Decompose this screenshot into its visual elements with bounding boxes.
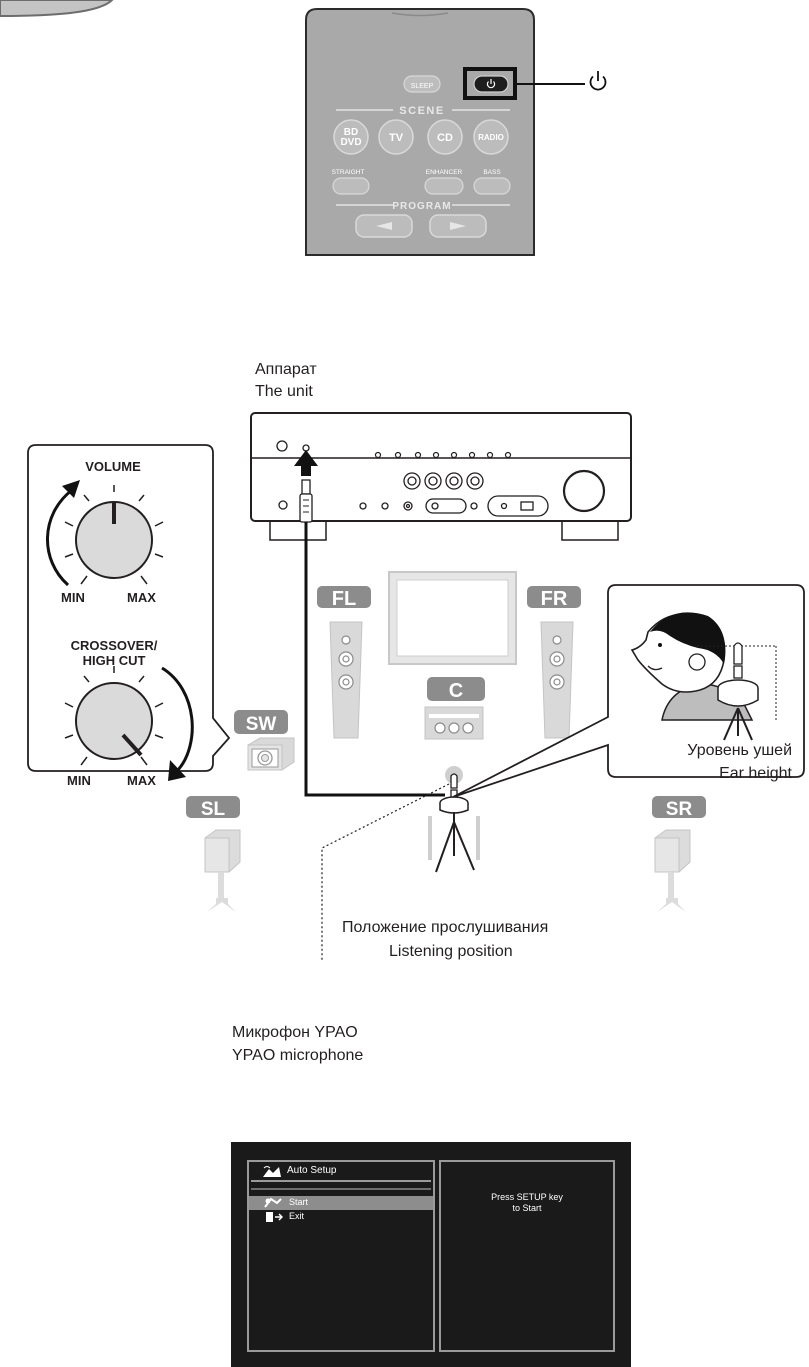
- crossover-title-2: HIGH CUT: [83, 653, 146, 668]
- crossover-min: MIN: [67, 773, 91, 788]
- crossover-title-1: CROSSOVER/: [71, 638, 158, 653]
- speaker-sr: [654, 829, 691, 912]
- tag-sw-label: SW: [246, 714, 277, 735]
- power-icon: [486, 79, 496, 89]
- auto-setup-message: Press SETUP key to Start: [441, 1192, 613, 1214]
- scene-title: SCENE: [399, 105, 444, 117]
- dvd-label: DVD: [340, 137, 361, 148]
- tag-fl: [317, 586, 371, 608]
- tag-sw: [234, 710, 288, 734]
- tag-fr: [527, 586, 581, 608]
- sleep-label: SLEEP: [411, 83, 434, 90]
- menu-item-exit-label: Exit: [289, 1211, 305, 1221]
- bd-label: BD: [344, 127, 358, 138]
- corner-decoration: [0, 0, 114, 18]
- standby-button: [276, 440, 288, 452]
- sleep-button[interactable]: [403, 75, 441, 93]
- bd-dvd-button[interactable]: [333, 119, 369, 155]
- receiver-body: [250, 412, 632, 522]
- microphone-label-en: YPAO microphone: [232, 1047, 364, 1064]
- tv-label: TV: [389, 132, 404, 144]
- menu-item-start[interactable]: Start: [249, 1196, 433, 1210]
- straight-button[interactable]: [332, 177, 370, 195]
- speaker-sw: [247, 737, 295, 771]
- auto-setup-screen: Auto Setup Start Exit Press SETUP key to…: [231, 1142, 631, 1367]
- tag-sr-label: SR: [666, 799, 693, 820]
- auto-setup-title: Auto Setup: [287, 1165, 337, 1176]
- power-callout-icon: [589, 71, 607, 91]
- mic-plug: [294, 450, 318, 523]
- volume-max: MAX: [127, 590, 156, 605]
- menu-item-start-label: Start: [289, 1197, 309, 1207]
- arrow-right-icon: [450, 222, 466, 230]
- tag-fr-label: FR: [541, 588, 568, 610]
- bass-label: BASS: [483, 169, 501, 176]
- menu-item-exit[interactable]: Exit: [249, 1210, 433, 1224]
- remote-illustration: SLEEP SCENE BD DVD TV CD RADIO STRAIGHT …: [0, 0, 607, 256]
- crossover-ticks: [64, 666, 164, 766]
- message-line-2: to Start: [512, 1203, 542, 1213]
- message-line-1: Press SETUP key: [491, 1192, 563, 1202]
- crossover-max: MAX: [127, 773, 156, 788]
- volume-knob: [562, 469, 606, 513]
- radio-button[interactable]: [473, 119, 509, 155]
- tv-button[interactable]: [378, 119, 414, 155]
- tag-c: [427, 677, 485, 701]
- tag-fl-label: FL: [332, 588, 356, 610]
- auto-setup-icon: [263, 1166, 281, 1177]
- auto-setup-menu-panel: Auto Setup Start Exit: [247, 1160, 435, 1352]
- crossover-arrow-icon: [168, 760, 186, 781]
- listening-position-ru: Положение прослушивания: [342, 919, 549, 936]
- enhancer-label: ENHANCER: [426, 169, 463, 176]
- auto-setup-title-bar: Auto Setup: [251, 1164, 431, 1182]
- microphone-label-ru: Микрофон YPAO: [232, 1024, 358, 1041]
- speaker-sl: [204, 829, 241, 912]
- volume-min: MIN: [61, 590, 85, 605]
- tag-c-label: C: [449, 680, 463, 702]
- listening-position-en: Listening position: [389, 943, 513, 960]
- program-title: PROGRAM: [392, 201, 451, 212]
- unit-label-en: The unit: [255, 383, 313, 400]
- straight-label: STRAIGHT: [332, 169, 365, 176]
- exit-icon: [266, 1212, 283, 1222]
- listener-person: [630, 612, 754, 721]
- mic-cable: [304, 522, 445, 797]
- volume-arrow-icon: [62, 480, 80, 498]
- arrow-left-icon: [376, 222, 392, 230]
- auto-setup-message-panel: Press SETUP key to Start: [439, 1160, 615, 1352]
- ear-height-en: Ear height: [719, 765, 792, 782]
- crossover-knob: [75, 682, 153, 760]
- ear-height-ru: Уровень ушей: [687, 742, 792, 759]
- insert-arrow-icon: [294, 450, 318, 476]
- volume-title: VOLUME: [85, 459, 141, 474]
- unit-label-ru: Аппарат: [255, 361, 317, 378]
- av-receiver: [250, 412, 632, 541]
- radio-label: RADIO: [478, 133, 504, 142]
- tag-sl-label: SL: [201, 799, 226, 820]
- cd-label: CD: [437, 132, 453, 144]
- enhancer-button[interactable]: [424, 177, 464, 195]
- volume-ticks: [64, 485, 164, 585]
- cd-button[interactable]: [427, 119, 463, 155]
- ypao-microphone: [428, 766, 480, 873]
- bass-button[interactable]: [473, 177, 511, 195]
- ear-height-microphone: [717, 642, 759, 741]
- setup-diagram: VOLUME MIN MAX CROSSOVER/ HIGH CUT MIN M…: [27, 412, 805, 960]
- tag-sr: [652, 796, 706, 818]
- tag-sl: [186, 796, 240, 818]
- start-icon: [264, 1197, 282, 1208]
